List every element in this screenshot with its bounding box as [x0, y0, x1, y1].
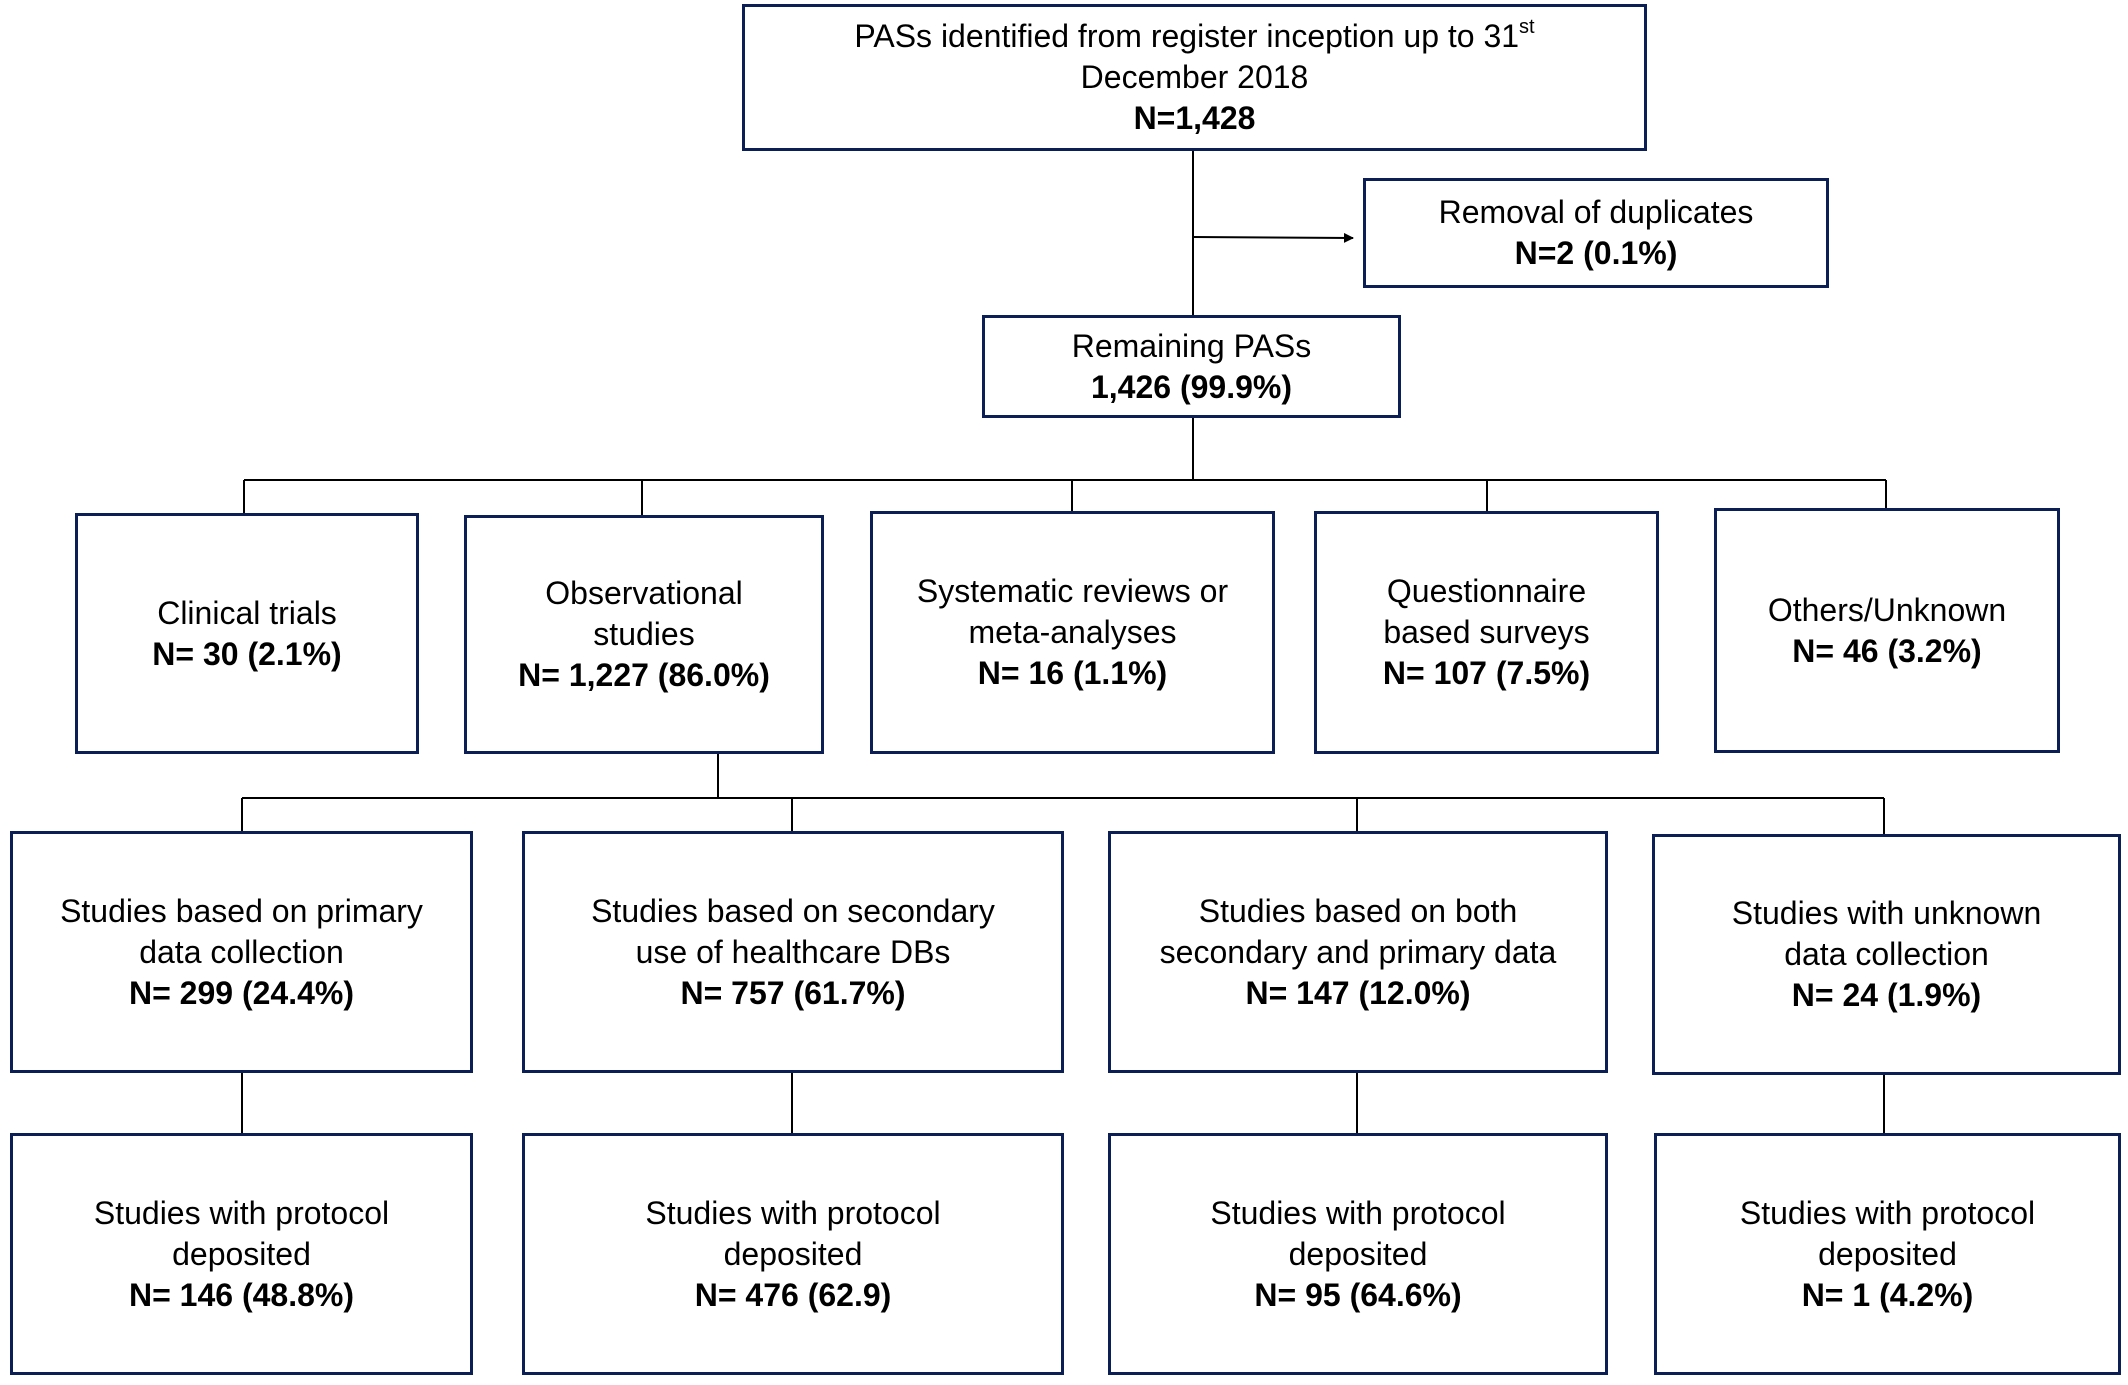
- duplicates-label: Removal of duplicates: [1438, 194, 1754, 230]
- pass-identified-line2: December 2018: [1080, 59, 1309, 95]
- primary-label-line2: data collection: [139, 933, 344, 970]
- questionnaire-label-line2: based surveys: [1383, 614, 1590, 650]
- duplicates-count: N=2 (0.1%): [1514, 235, 1678, 271]
- pass-identified-superscript: st: [1519, 16, 1535, 38]
- protocol-unknown-line1: Studies with protocol: [1739, 1194, 2036, 1231]
- box-protocol-unknown: Studies with protocol deposited N= 1 (4.…: [1654, 1133, 2121, 1375]
- unknown-label-line2: data collection: [1784, 936, 1989, 972]
- both-label-line1: Studies based on both: [1198, 892, 1518, 929]
- remaining-label: Remaining PASs: [1071, 327, 1312, 364]
- protocol-secondary-count: N= 476 (62.9): [694, 1276, 892, 1313]
- box-protocol-secondary: Studies with protocol deposited N= 476 (…: [522, 1133, 1064, 1375]
- box-unknown-data-collection: Studies with unknown data collection N= …: [1652, 834, 2121, 1075]
- protocol-primary-line1: Studies with protocol: [93, 1194, 390, 1231]
- both-count: N= 147 (12.0%): [1245, 974, 1471, 1011]
- protocol-primary-count: N= 146 (48.8%): [128, 1276, 354, 1313]
- protocol-primary-line2: deposited: [172, 1235, 311, 1272]
- unknown-count: N= 24 (1.9%): [1791, 977, 1982, 1013]
- secondary-label-line1: Studies based on secondary: [591, 892, 995, 929]
- protocol-secondary-line2: deposited: [723, 1235, 863, 1272]
- pass-identified-count: N=1,428: [1133, 100, 1256, 136]
- box-removal-of-duplicates: Removal of duplicates N=2 (0.1%): [1363, 178, 1829, 288]
- secondary-label-line2: use of healthcare DBs: [635, 933, 951, 970]
- systematic-count: N= 16 (1.1%): [977, 655, 1168, 691]
- box-remaining-pass: Remaining PASs 1,426 (99.9%): [982, 315, 1401, 418]
- both-label-line2: secondary and primary data: [1159, 933, 1557, 970]
- systematic-label-line1: Systematic reviews or: [916, 573, 1229, 609]
- clinical-trials-count: N= 30 (2.1%): [152, 635, 342, 672]
- unknown-label-line1: Studies with unknown: [1731, 895, 2042, 931]
- questionnaire-label-line1: Questionnaire: [1386, 573, 1587, 609]
- primary-label-line1: Studies based on primary: [60, 892, 423, 929]
- pass-identified-line1-text: PASs identified from register inception …: [854, 18, 1520, 54]
- clinical-trials-label: Clinical trials: [157, 594, 337, 631]
- box-secondary-and-primary: Studies based on both secondary and prim…: [1108, 831, 1608, 1073]
- protocol-secondary-line1: Studies with protocol: [645, 1194, 941, 1231]
- questionnaire-count: N= 107 (7.5%): [1382, 655, 1591, 691]
- remaining-count: 1,426 (99.9%): [1090, 368, 1292, 405]
- box-protocol-primary: Studies with protocol deposited N= 146 (…: [10, 1133, 473, 1375]
- protocol-both-line1: Studies with protocol: [1210, 1194, 1506, 1231]
- secondary-count: N= 757 (61.7%): [680, 974, 906, 1011]
- observational-label-line1: Observational: [545, 575, 743, 611]
- box-secondary-healthcare-dbs: Studies based on secondary use of health…: [522, 831, 1064, 1073]
- protocol-unknown-count: N= 1 (4.2%): [1801, 1276, 1974, 1313]
- box-others-unknown: Others/Unknown N= 46 (3.2%): [1714, 508, 2060, 753]
- protocol-both-count: N= 95 (64.6%): [1254, 1276, 1462, 1313]
- box-protocol-both: Studies with protocol deposited N= 95 (6…: [1108, 1133, 1608, 1375]
- observational-count: N= 1,227 (86.0%): [518, 657, 770, 693]
- box-observational-studies: Observational studies N= 1,227 (86.0%): [464, 515, 824, 754]
- others-label: Others/Unknown: [1767, 591, 2007, 628]
- systematic-label-line2: meta-analyses: [968, 614, 1177, 650]
- protocol-unknown-line2: deposited: [1818, 1235, 1957, 1272]
- others-count: N= 46 (3.2%): [1792, 632, 1982, 669]
- observational-label-line2: studies: [593, 616, 695, 652]
- box-systematic-reviews: Systematic reviews or meta-analyses N= 1…: [870, 511, 1275, 754]
- pass-identified-line1: PASs identified from register inception …: [854, 16, 1534, 57]
- box-pass-identified: PASs identified from register inception …: [742, 4, 1647, 151]
- box-clinical-trials: Clinical trials N= 30 (2.1%): [75, 513, 419, 754]
- protocol-both-line2: deposited: [1288, 1235, 1428, 1272]
- box-questionnaire-surveys: Questionnaire based surveys N= 107 (7.5%…: [1314, 511, 1659, 754]
- primary-count: N= 299 (24.4%): [128, 974, 354, 1011]
- box-primary-data-collection: Studies based on primary data collection…: [10, 831, 473, 1073]
- connector-to-duplicates-arrow: [1192, 232, 1354, 243]
